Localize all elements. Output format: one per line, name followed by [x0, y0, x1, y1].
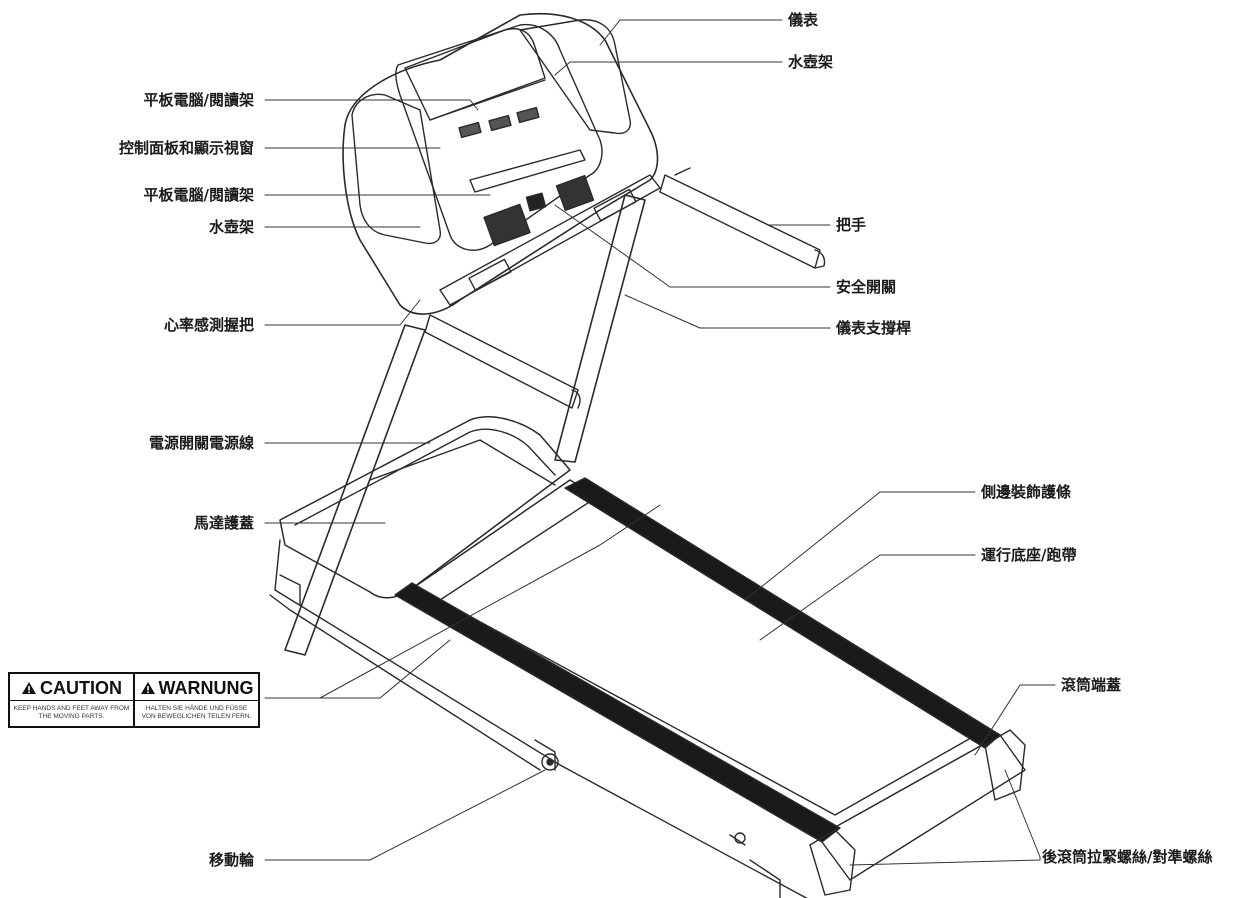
label-safety-key: 安全開關 — [836, 278, 897, 296]
caution-title-en-text: CAUTION — [40, 678, 122, 698]
label-handlebar: 把手 — [836, 216, 867, 234]
label-motor-cover: 馬達護蓋 — [193, 514, 254, 532]
label-heart-rate-grip: 心率感測握把 — [163, 316, 254, 334]
caution-title-en: CAUTION — [21, 678, 122, 698]
label-rear-roller-bolt: 後滾筒拉緊螺絲/對準螺絲 — [1042, 848, 1213, 866]
label-wheel: 移動輪 — [208, 851, 254, 869]
caution-sticker: CAUTION KEEP HANDS AND FEET AWAY FROM TH… — [8, 672, 260, 728]
label-control-panel: 控制面板和顯示視窗 — [118, 139, 254, 157]
caution-text-de: HALTEN SIE HÄNDE UND FÜSSE VON BEWEGLICH… — [141, 705, 252, 720]
hr-grip-bar — [439, 174, 661, 306]
label-deck-belt: 運行底座/跑帶 — [981, 546, 1077, 564]
label-console: 儀表 — [788, 11, 819, 29]
console-assembly — [342, 12, 659, 315]
right-handlebar — [659, 167, 826, 269]
label-bottle-holder-left: 水壺架 — [208, 218, 254, 236]
uprights — [284, 194, 646, 656]
label-tablet-holder-upper: 平板電腦/閱讀架 — [143, 91, 254, 109]
caution-german: WARNUNG HALTEN SIE HÄNDE UND FÜSSE VON B… — [133, 674, 258, 726]
caution-text-en: KEEP HANDS AND FEET AWAY FROM THE MOVING… — [13, 705, 130, 720]
warning-triangle-icon — [22, 682, 36, 694]
label-side-trim: 側邊裝飾護條 — [981, 483, 1072, 501]
label-tablet-holder-lower: 平板電腦/閱讀架 — [143, 186, 254, 204]
warning-triangle-icon — [140, 682, 155, 694]
caution-title-de: WARNUNG — [140, 678, 254, 698]
caution-title-de-text: WARNUNG — [158, 678, 254, 698]
left-handlebar — [424, 314, 581, 409]
label-console-mast: 儀表支撐桿 — [836, 319, 912, 337]
label-bottle-holder-right: 水壺架 — [788, 53, 834, 71]
label-power-switch-cord: 電源開關電源線 — [148, 434, 254, 452]
leader-lines — [264, 19, 1056, 866]
motor-hood — [279, 416, 571, 599]
deck-belt — [269, 477, 1026, 898]
caution-english: CAUTION KEEP HANDS AND FEET AWAY FROM TH… — [10, 674, 133, 726]
label-roller-endcap: 滾筒端蓋 — [1061, 676, 1122, 694]
